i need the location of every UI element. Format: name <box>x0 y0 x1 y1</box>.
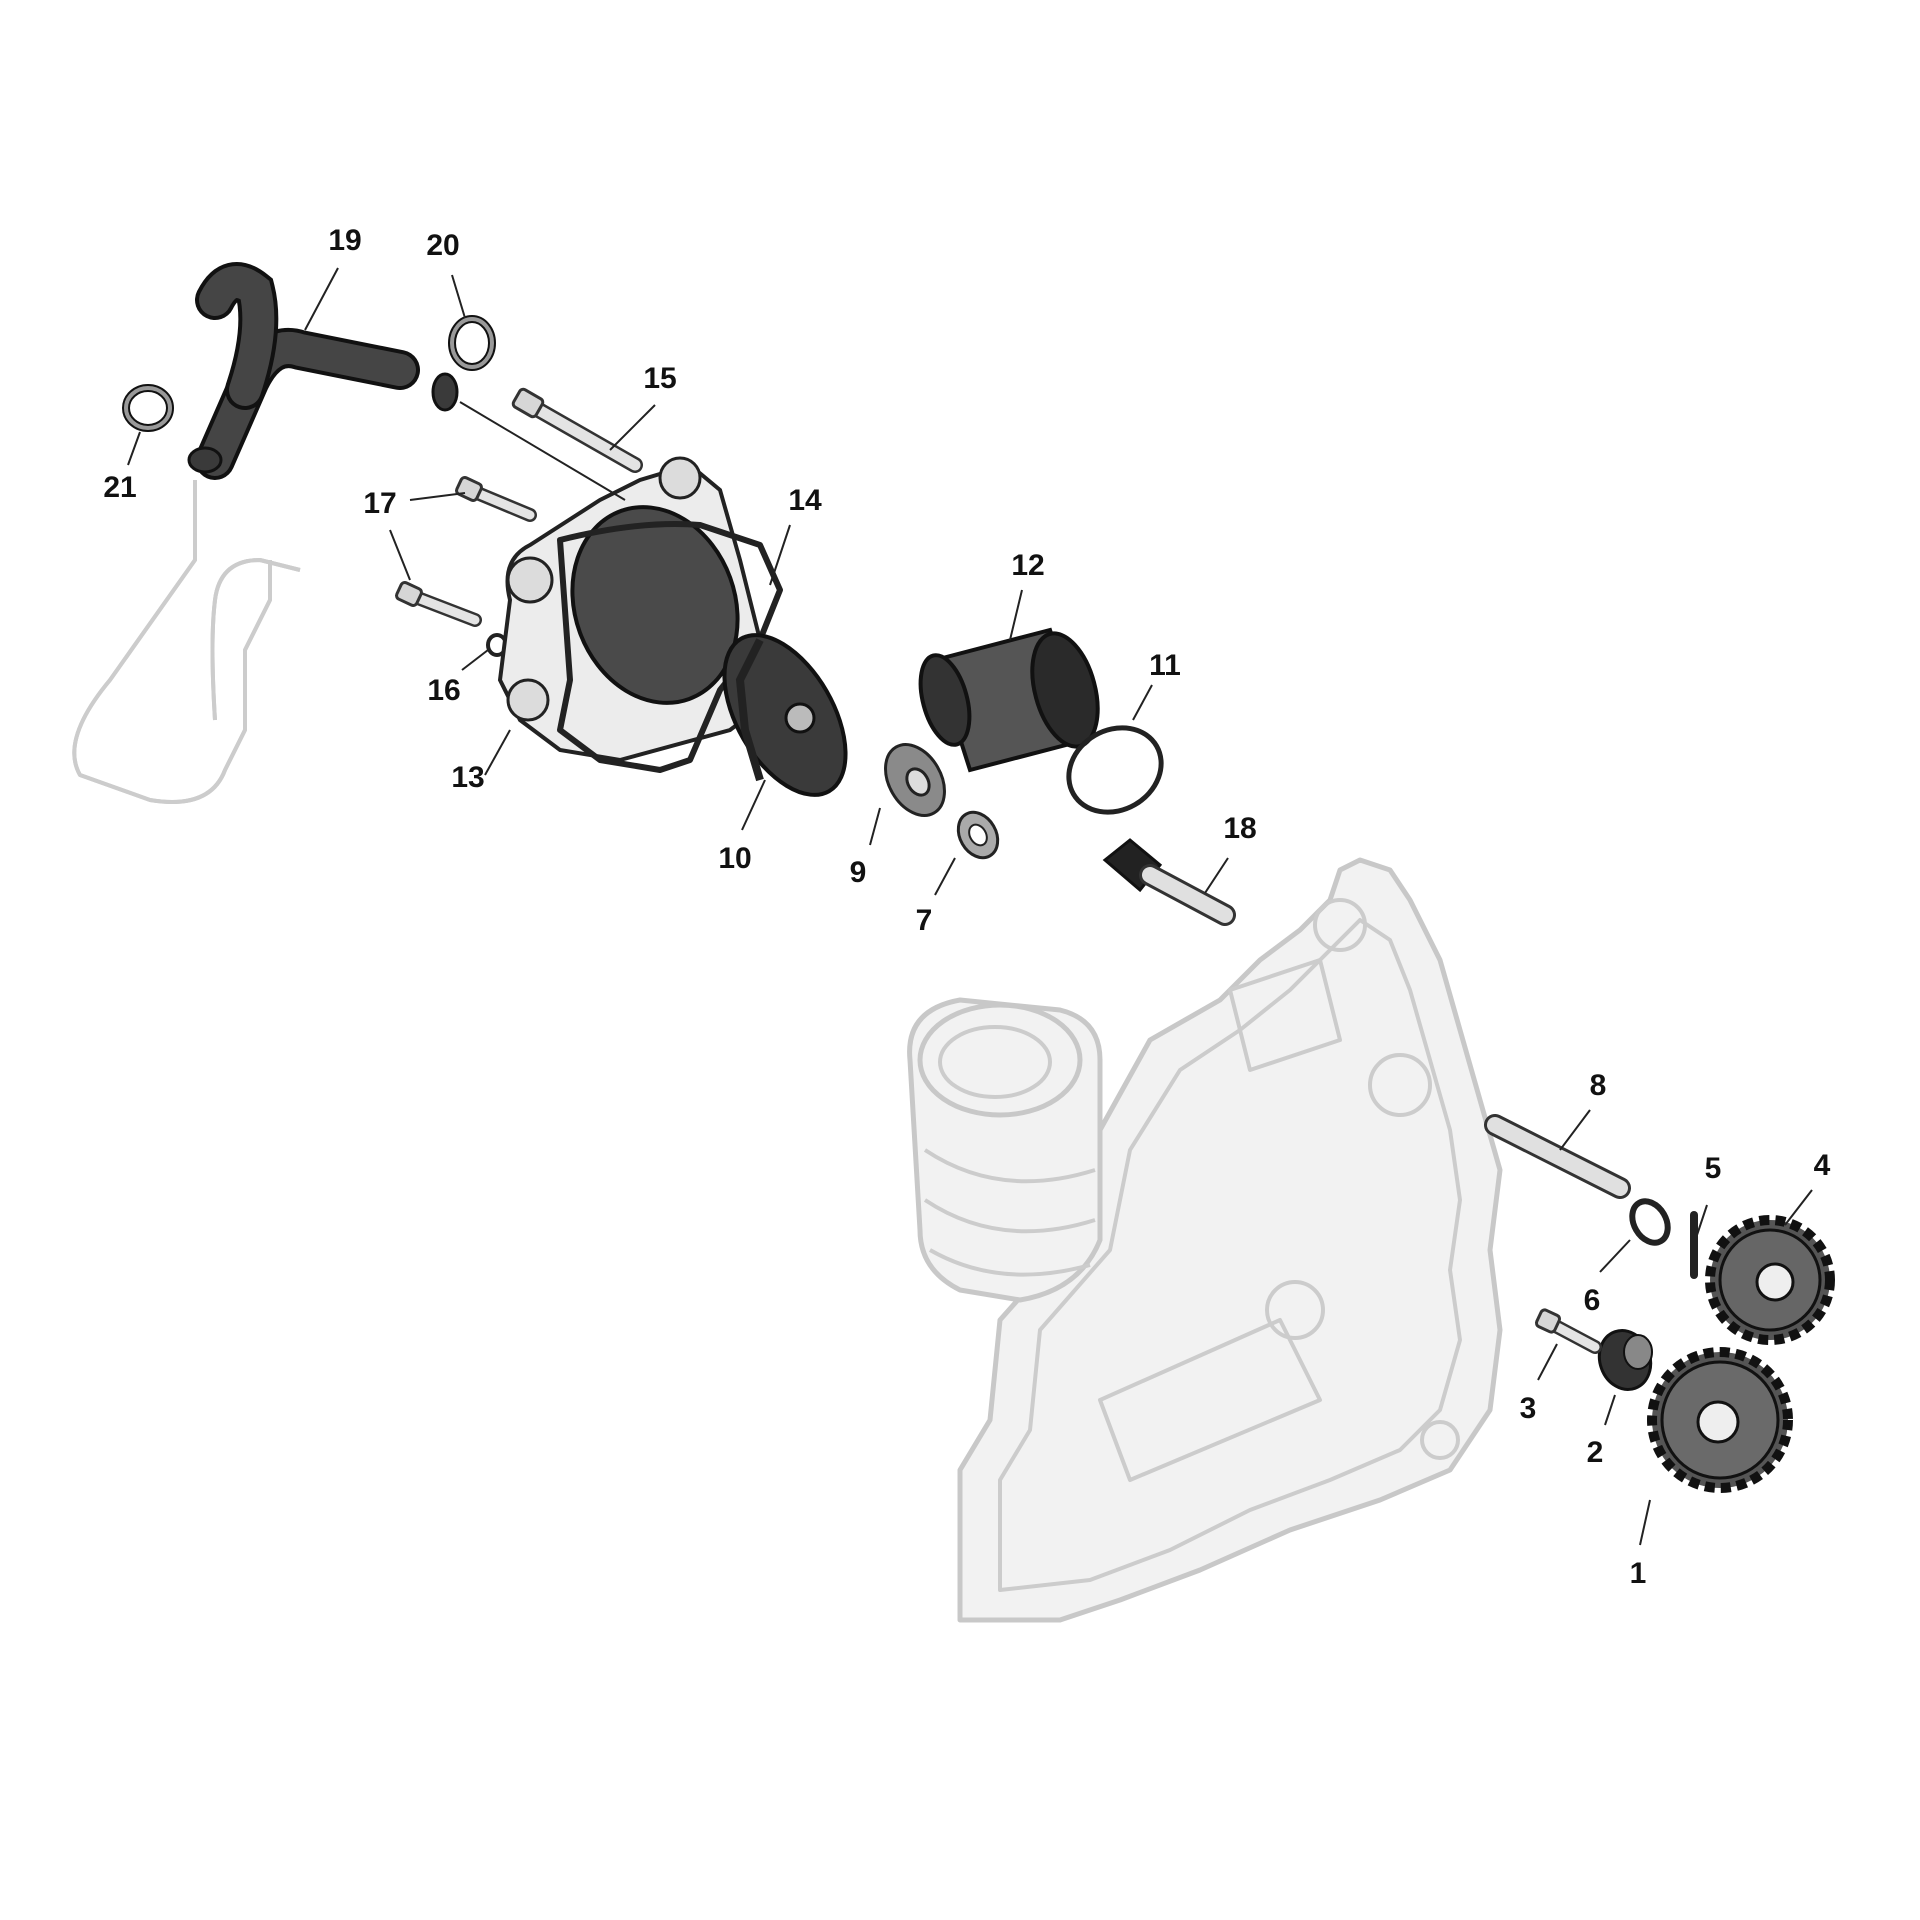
callout-9: 9 <box>850 856 867 889</box>
ghost-engine-cover <box>907 857 1503 1623</box>
callout-17: 17 <box>363 487 396 520</box>
callout-1: 1 <box>1630 1557 1647 1590</box>
callout-18: 18 <box>1223 812 1256 845</box>
callout-8: 8 <box>1590 1069 1607 1102</box>
callout-6: 6 <box>1584 1284 1601 1317</box>
part-4-gear <box>1705 1215 1835 1345</box>
part-21-hose-clamp <box>122 384 174 432</box>
part-6-washer <box>1629 1198 1671 1246</box>
callout-21: 21 <box>103 471 136 504</box>
callout-16: 16 <box>427 674 460 707</box>
part-3-bolt <box>1534 1308 1602 1354</box>
part-15-long-bolt <box>511 387 643 473</box>
part-7-seal-ring <box>956 810 1000 860</box>
callout-labels: 1 2 3 4 5 6 7 8 9 10 11 12 13 14 15 16 1… <box>103 224 1830 1590</box>
callout-4: 4 <box>1814 1149 1831 1182</box>
part-8-pump-shaft <box>1484 1114 1631 1199</box>
leader-lines <box>127 267 1813 1546</box>
part-18-temperature-sensor <box>1102 838 1236 926</box>
callout-10: 10 <box>718 842 751 875</box>
ghost-coolant-pipe <box>72 480 301 804</box>
callout-2: 2 <box>1587 1436 1604 1469</box>
callout-12: 12 <box>1011 549 1044 582</box>
part-11-o-ring <box>1066 725 1164 815</box>
callout-14: 14 <box>788 484 822 517</box>
part-12-pump-sleeve <box>918 627 1100 773</box>
callout-3: 3 <box>1520 1392 1537 1425</box>
callout-15: 15 <box>643 362 676 395</box>
part-14-gasket <box>557 521 783 773</box>
part-9-mechanical-seal <box>884 743 946 817</box>
part-19-coolant-hose <box>187 262 459 480</box>
callout-7: 7 <box>916 904 933 937</box>
callout-13: 13 <box>451 761 484 794</box>
callout-11: 11 <box>1149 649 1181 682</box>
callout-20: 20 <box>426 229 459 262</box>
part-13-water-pump-housing <box>497 456 773 763</box>
part-20-hose-clamp <box>448 315 496 371</box>
part-17-bolts <box>395 476 537 627</box>
part-2-bushing <box>1597 1329 1653 1391</box>
callout-19: 19 <box>328 224 361 257</box>
callout-5: 5 <box>1705 1152 1722 1185</box>
part-1-gear <box>1647 1347 1793 1493</box>
part-10-impeller <box>722 633 848 797</box>
